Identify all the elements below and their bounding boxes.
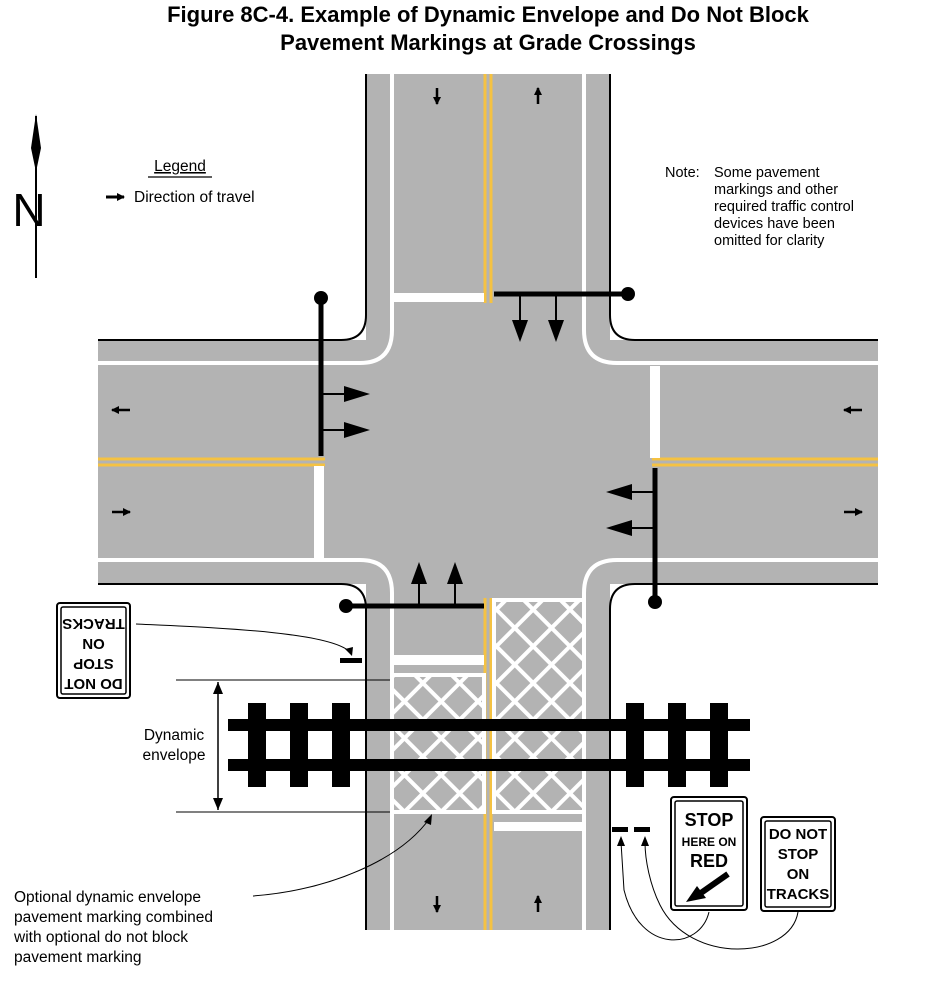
dynamic-envelope-label-1: Dynamic (144, 727, 205, 744)
stop-sign-line-1: STOP (685, 810, 734, 830)
note-line-2: markings and other (714, 182, 838, 198)
figure-title-line2: Pavement Markings at Grade Crossings (280, 30, 696, 55)
note-line-1: Some pavement (714, 165, 820, 181)
note-line-4: devices have been (714, 216, 835, 232)
signal-west (314, 291, 370, 456)
optional-marking-callout: Optional dynamic envelope pavement marki… (13, 814, 432, 966)
north-arrow: N (12, 114, 46, 278)
rail-south (228, 759, 750, 771)
legend: Legend Direction of travel (106, 158, 255, 206)
optional-marking-line-1: Optional dynamic envelope (14, 889, 201, 906)
north-arrow-icon (31, 114, 41, 172)
east-west-road (98, 340, 878, 584)
do-not-block-marking-northbound (492, 598, 586, 814)
road-edges (98, 74, 878, 930)
note-line-3: required traffic control (714, 199, 854, 215)
sign-left-line-4: TRACKS (62, 615, 125, 632)
do-not-stop-on-tracks-sign-right: DO NOT STOP ON TRACKS (760, 816, 836, 912)
note-label: Note: (665, 165, 700, 181)
stop-sign-line-3: RED (690, 851, 728, 871)
dynamic-envelope-dimension: Dynamic envelope (143, 679, 390, 813)
stop-sign-arrow-icon (696, 871, 730, 898)
sign-left-line-3: ON (82, 635, 105, 652)
envelope-edge-line-north (392, 655, 484, 665)
sign-right-line-1: DO NOT (769, 826, 827, 843)
note: Note: Some pavement markings and other r… (665, 165, 854, 249)
signal-south (339, 562, 484, 613)
signal-east (606, 468, 662, 609)
signal-north (494, 287, 635, 342)
lane-direction-arrows (111, 87, 863, 913)
north-letter: N (12, 184, 45, 236)
stop-here-on-red-sign: STOP HERE ON RED (670, 796, 748, 911)
sign-left-line-2: STOP (73, 655, 114, 672)
sign-left-line-1: DO NOT (64, 675, 122, 692)
white-edge-lines (98, 74, 878, 930)
figure-title-line1: Figure 8C-4. Example of Dynamic Envelope… (167, 2, 810, 27)
note-line-5: omitted for clarity (714, 233, 825, 249)
sign-post-left (340, 658, 362, 663)
legend-item: Direction of travel (134, 189, 255, 206)
sign-right-line-3: ON (787, 866, 810, 883)
sign-post-leaders-right (612, 827, 799, 950)
stop-sign-line-2: HERE ON (682, 835, 737, 849)
sign-post-right-1 (612, 827, 628, 832)
optional-marking-line-4: pavement marking (14, 949, 142, 966)
crosshatch-markings (390, 598, 586, 814)
optional-marking-line-3: with optional do not block (13, 929, 188, 946)
optional-marking-line-2: pavement marking combined (14, 909, 213, 926)
railroad-track (228, 703, 750, 787)
dynamic-envelope-label-2: envelope (143, 747, 206, 764)
legend-title: Legend (154, 158, 206, 175)
signal-mast-arms (314, 287, 662, 613)
stop-lines (314, 293, 660, 831)
sign-post-right-2 (634, 827, 650, 832)
sign-right-line-4: TRACKS (767, 886, 830, 903)
rail-north (228, 719, 750, 731)
do-not-stop-on-tracks-sign-left: DO NOT STOP ON TRACKS (56, 602, 362, 699)
roadway (98, 74, 878, 930)
sign-right-line-2: STOP (778, 846, 819, 863)
dynamic-envelope-marking-southbound (390, 673, 486, 814)
